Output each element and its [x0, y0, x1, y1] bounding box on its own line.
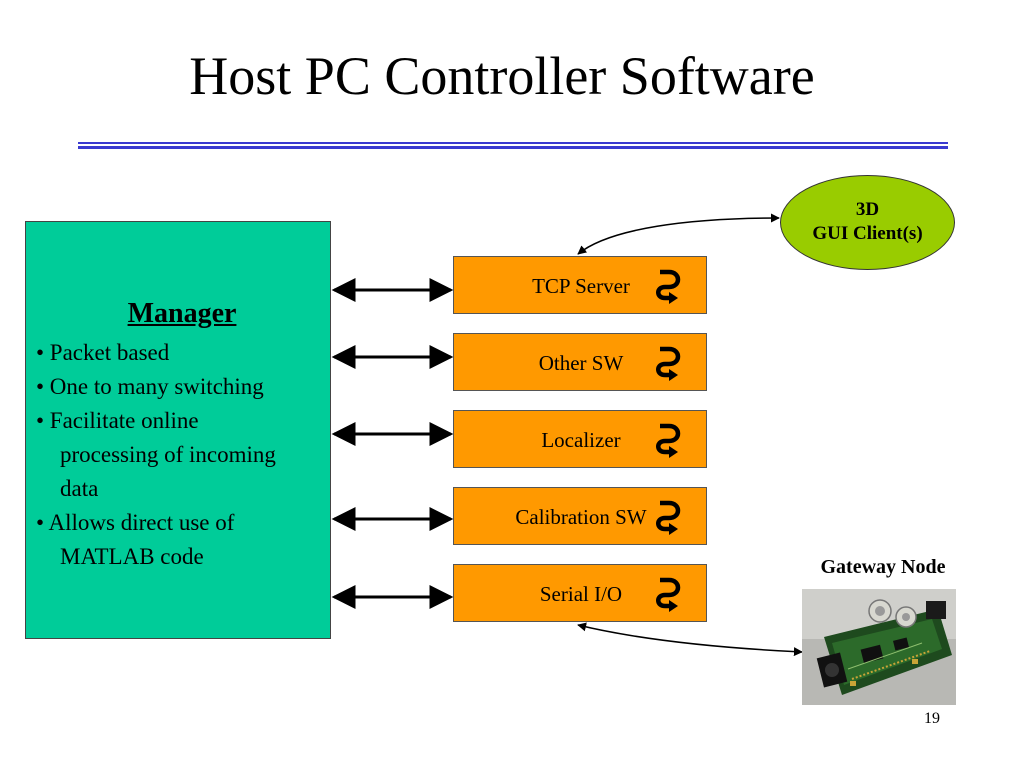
- loop-arrow-icon: [656, 500, 681, 535]
- loop-arrow-icon: [656, 423, 681, 458]
- module-label: TCP Server: [532, 274, 630, 298]
- module-calibration-sw: Calibration SW: [453, 487, 707, 545]
- bullet-continuation: MATLAB code: [60, 544, 204, 569]
- module-tcp-server: TCP Server: [453, 256, 707, 314]
- manager-heading: Manager: [127, 298, 237, 329]
- bullet-continuation: data: [60, 476, 99, 501]
- slide-title: Host PC Controller Software: [189, 46, 815, 106]
- module-serial-io: Serial I/O: [453, 564, 707, 622]
- bullet-text: • Packet based: [36, 340, 170, 365]
- client-line-2: GUI Client(s): [812, 223, 923, 244]
- loop-arrow-icon: [656, 269, 681, 304]
- bullet-text: • Allows direct use of: [36, 510, 235, 535]
- module-label: Calibration SW: [515, 505, 647, 529]
- bullet-text: • One to many switching: [36, 374, 264, 399]
- client-line-1: 3D: [855, 199, 880, 220]
- title-rule-thin: [78, 142, 948, 144]
- loop-arrow-icon: [656, 577, 681, 612]
- gateway-node-photo: [802, 589, 956, 705]
- page-number: 19: [924, 710, 940, 727]
- gateway-label: Gateway Node: [820, 556, 946, 578]
- gui-client-ellipse: 3D GUI Client(s): [780, 175, 955, 270]
- tcp-client-link: [577, 213, 780, 255]
- manager-bullet: • Allows direct use of MATLAB code: [36, 506, 336, 574]
- module-label: Serial I/O: [539, 582, 623, 606]
- manager-bullet: • One to many switching: [36, 370, 336, 404]
- loop-arrow-icon: [656, 346, 681, 381]
- manager-box: Manager • Packet based • One to many swi…: [25, 221, 331, 639]
- module-other-sw: Other SW: [453, 333, 707, 391]
- manager-bullet: • Facilitate online processing of incomi…: [36, 404, 336, 506]
- module-localizer: Localizer: [453, 410, 707, 468]
- title-rule-thick: [78, 146, 948, 149]
- bullet-text: • Facilitate online: [36, 408, 199, 433]
- manager-bullet: • Packet based: [36, 336, 336, 370]
- manager-bullet-list: • Packet based • One to many switching •…: [36, 336, 336, 574]
- module-label: Localizer: [541, 428, 621, 452]
- bullet-continuation: processing of incoming: [60, 442, 276, 467]
- serial-gateway-link: [577, 622, 803, 657]
- module-label: Other SW: [538, 351, 624, 375]
